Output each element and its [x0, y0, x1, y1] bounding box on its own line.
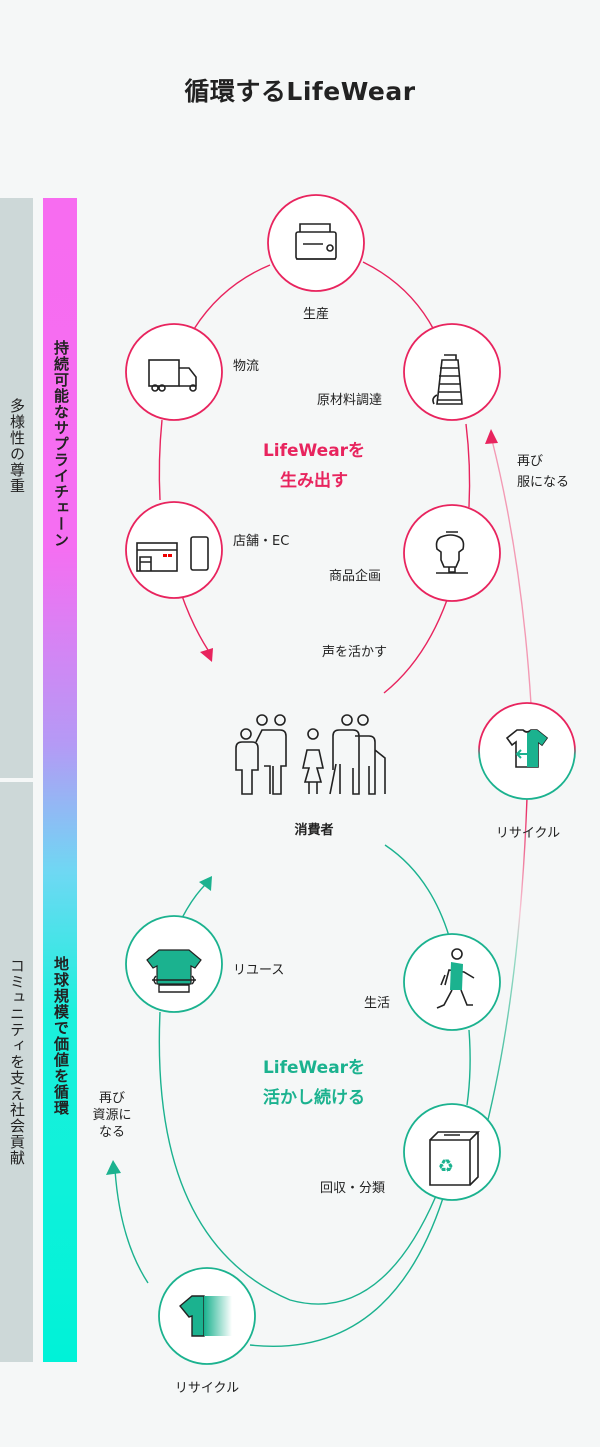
label-collection: 回収・分類	[320, 1181, 386, 1196]
connector-recycle-collection	[249, 1197, 444, 1347]
connector-store-consumer	[180, 592, 209, 651]
note-line: なる	[98, 1125, 126, 1140]
tshirt-arrow-icon	[505, 729, 549, 768]
connector-materials-planning	[465, 423, 471, 508]
note-line: 服になる	[517, 475, 570, 490]
arrow-head	[106, 1160, 121, 1175]
note-becomes-resource: 再び 資源に なる	[92, 1090, 131, 1141]
supply-cycle-title-line2: 生み出す	[280, 471, 348, 491]
gradient-band: 持続可能なサプライチェーン 地球規模で価値を循環	[43, 198, 77, 1362]
supply-cycle-title: LifeWearを 生み出す	[263, 436, 365, 496]
node-collection	[403, 1103, 501, 1201]
recycle-up-line-top	[491, 439, 532, 705]
node-logistics	[125, 323, 223, 421]
page-title: 循環するLifeWear	[184, 77, 416, 106]
arrow-head	[200, 648, 213, 662]
consumers-icon	[235, 714, 386, 795]
label-recycle-right: リサイクル	[495, 826, 561, 841]
connector-planning-consumer	[383, 599, 448, 694]
label-store: 店舗・EC	[233, 534, 290, 549]
arrow-head	[485, 429, 498, 444]
global-cycle-label: 地球規模で価値を循環	[52, 956, 70, 1116]
mannequin-icon	[435, 531, 468, 574]
recycle-bin-icon	[429, 1131, 480, 1186]
truck-icon	[148, 359, 197, 392]
connector-logistics-store	[158, 419, 163, 501]
diversity-label: 多様性の尊重	[8, 398, 26, 494]
connector-consumer-life	[384, 844, 450, 937]
use-cycle-title: LifeWearを 活かし続ける	[263, 1053, 365, 1113]
connector-production-materials	[362, 261, 435, 331]
sewing-machine-icon	[295, 223, 337, 260]
label-recycle-bottom: リサイクル	[174, 1381, 240, 1396]
label-logistics: 物流	[233, 359, 260, 374]
label-consumer: 消費者	[294, 823, 334, 838]
note-line: 資源に	[92, 1108, 132, 1123]
label-reuse: リユース	[233, 963, 285, 978]
label-life: 生活	[364, 996, 391, 1011]
label-production: 生産	[302, 307, 330, 322]
note-line: 再び	[98, 1091, 126, 1106]
use-cycle-title-line1: LifeWearを	[262, 1058, 366, 1078]
supply-cycle-title-line1: LifeWearを	[262, 441, 366, 461]
arrow-head	[199, 876, 212, 891]
store-phone-icon	[136, 536, 209, 572]
recycle-up-line	[485, 797, 528, 1129]
connector-recycle-resource	[114, 1169, 149, 1284]
connector-life-collection	[466, 1029, 471, 1106]
connector-reuse-consumer	[181, 881, 209, 919]
label-planning: 商品企画	[329, 569, 382, 584]
diversity-band: 多様性の尊重	[0, 198, 33, 778]
node-production	[267, 194, 365, 292]
recycle-symbol-icon: ♻	[438, 1156, 454, 1177]
tshirt-hands-icon	[146, 949, 202, 993]
supply-chain-label: 持続可能なサプライチェーン	[52, 340, 70, 548]
note-line: 再び	[517, 454, 544, 469]
use-cycle-title-line2: 活かし続ける	[263, 1088, 365, 1108]
connector-reuse-collection	[158, 1011, 437, 1305]
community-label: コミュニティを支え社会貢献	[8, 958, 26, 1166]
community-band: コミュニティを支え社会貢献	[0, 782, 33, 1362]
node-planning	[403, 504, 501, 602]
label-feedback: 声を活かす	[322, 645, 388, 660]
connector-logistics-production	[193, 264, 271, 330]
thread-spool-icon	[432, 354, 463, 405]
recycled-tshirt-icon	[179, 1295, 232, 1337]
node-materials	[403, 323, 501, 421]
note-becomes-clothes: 再び 服になる	[517, 451, 569, 493]
label-materials: 原材料調達	[317, 393, 383, 408]
